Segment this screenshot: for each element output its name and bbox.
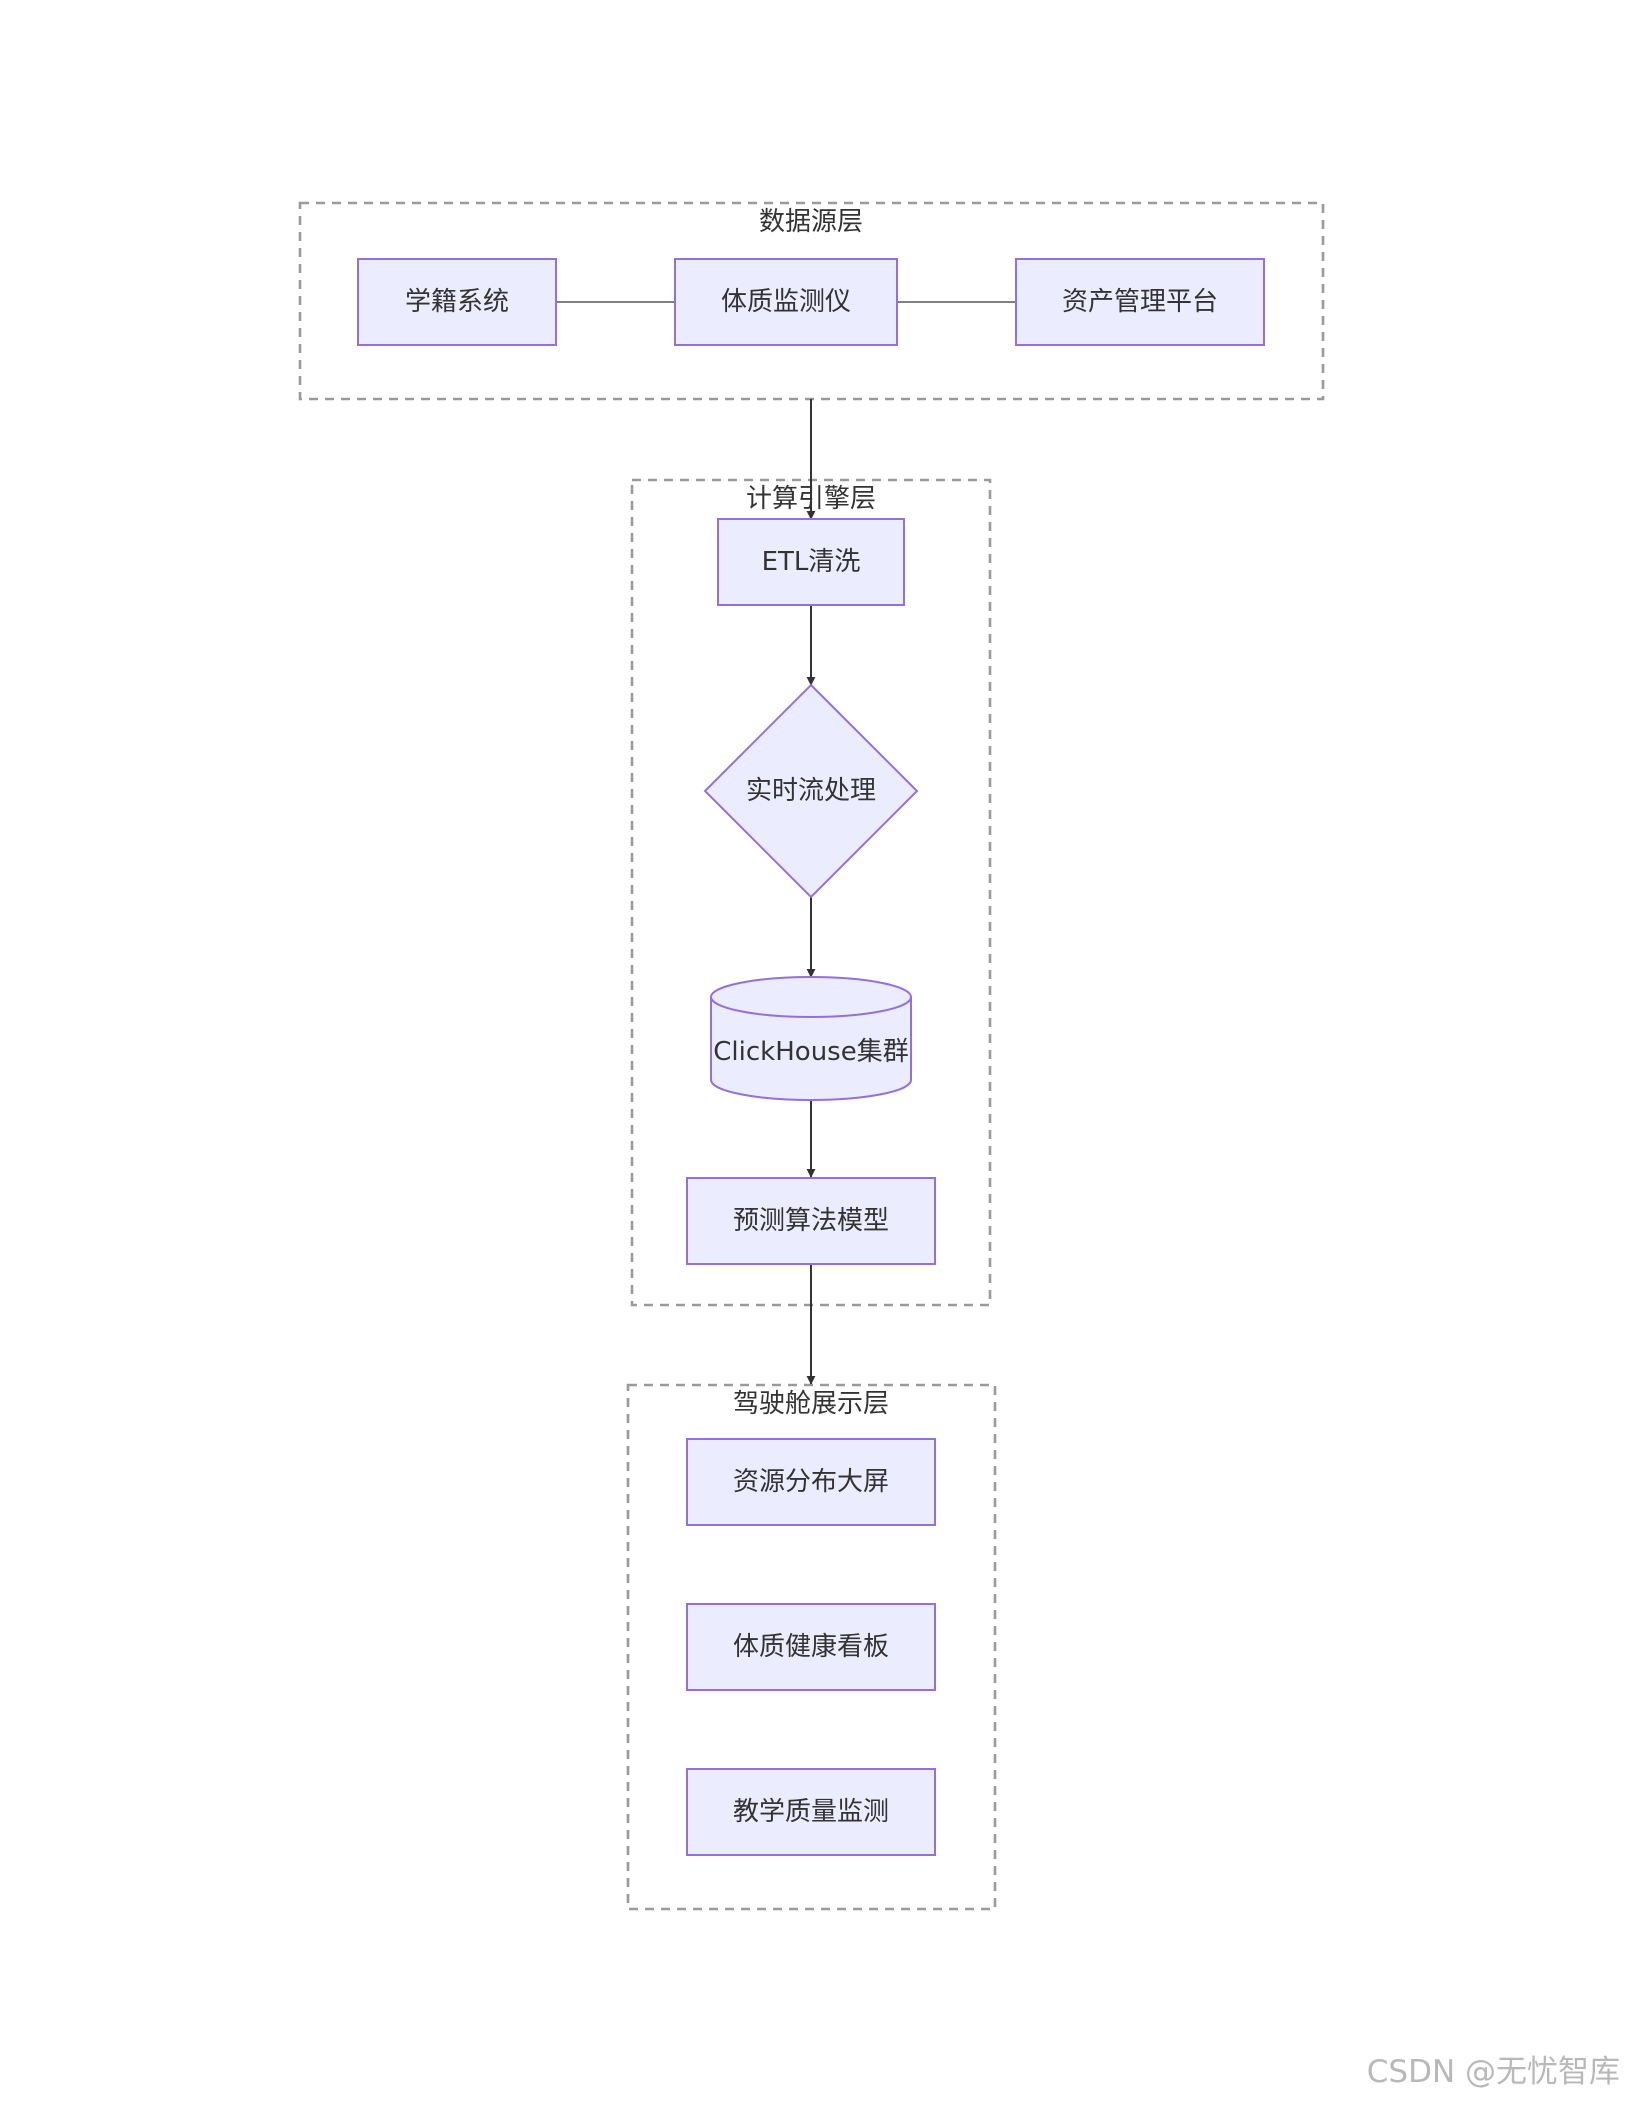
node-resource-screen-box <box>686 1438 936 1526</box>
node-prediction-label: 预测算法模型 <box>733 1206 889 1236</box>
edges <box>556 301 1016 1385</box>
watermark-text: CSDN @无忧智库 <box>1367 2054 1620 2090</box>
node-teaching-monitor-box <box>686 1768 936 1856</box>
node-asset-platform: 资产管理平台 <box>1015 258 1265 346</box>
node-clickhouse-label: ClickHouse集群 <box>713 1037 908 1067</box>
node-asset-platform-box <box>1015 258 1265 346</box>
node-fitness-board: 体质健康看板 <box>686 1603 936 1691</box>
node-clickhouse: ClickHouse集群 <box>710 976 912 1101</box>
node-stream: 实时流处理 <box>703 683 919 899</box>
node-clickhouse-cylinder <box>710 976 912 1101</box>
node-student-records-box <box>357 258 557 346</box>
node-resource-screen-label: 资源分布大屏 <box>733 1467 889 1497</box>
node-fitness-monitor-box <box>674 258 898 346</box>
node-asset-platform-label: 资产管理平台 <box>1062 287 1218 317</box>
node-teaching-monitor-label: 教学质量监测 <box>733 1797 889 1827</box>
node-stream-diamond <box>703 683 919 899</box>
node-prediction: 预测算法模型 <box>686 1177 936 1265</box>
node-etl: ETL清洗 <box>717 518 905 606</box>
node-etl-label: ETL清洗 <box>762 547 861 577</box>
node-resource-screen: 资源分布大屏 <box>686 1438 936 1526</box>
node-student-records-label: 学籍系统 <box>405 287 509 317</box>
group-cockpit-title: 驾驶舱展示层 <box>733 1389 889 1419</box>
node-fitness-board-box <box>686 1603 936 1691</box>
group-cockpit-border <box>626 1383 997 1911</box>
group-data-source-title: 数据源层 <box>759 207 863 237</box>
node-prediction-box <box>686 1177 936 1265</box>
node-stream-label: 实时流处理 <box>746 776 876 806</box>
node-fitness-monitor: 体质监测仪 <box>674 258 898 346</box>
node-etl-box <box>717 518 905 606</box>
node-fitness-monitor-label: 体质监测仪 <box>721 287 851 317</box>
node-clickhouse-cylinder-top <box>710 996 912 1018</box>
node-fitness-board-label: 体质健康看板 <box>733 1632 889 1662</box>
group-cockpit: 驾驶舱展示层 <box>626 1383 997 1911</box>
node-teaching-monitor: 教学质量监测 <box>686 1768 936 1856</box>
node-student-records: 学籍系统 <box>357 258 557 346</box>
